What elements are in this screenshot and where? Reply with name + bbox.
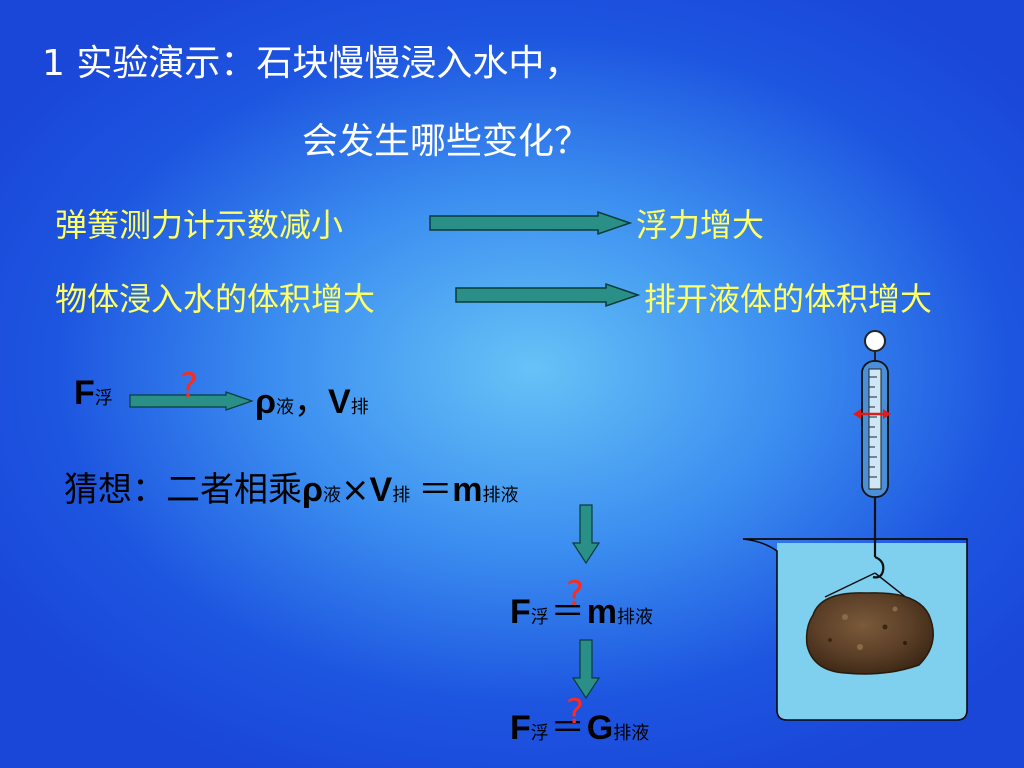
relation-rho-v: ρ液，V排 [255, 382, 369, 422]
spring-scale-beaker-illustration [742, 330, 968, 721]
step2-question-mark: ? [566, 574, 585, 614]
step3-question-mark: ? [566, 692, 585, 732]
relation-f-buoyancy: F浮 [74, 374, 113, 412]
stone [805, 592, 934, 675]
down-arrow-1 [571, 504, 601, 565]
buoyancy-increases: 浮力增大 [636, 206, 765, 244]
step3-equation: F浮＝G排液 [510, 708, 650, 748]
guess-line: 猜想：二者相乘ρ液×V排＝m排液 [64, 470, 519, 510]
step2-equation: F浮＝m排液 [510, 592, 654, 632]
slide-title-line2: 会发生哪些变化？ [302, 121, 591, 162]
displaced-volume-increases: 排开液体的体积增大 [644, 280, 933, 318]
relation-arrow [129, 391, 254, 411]
spring-scale-hook [872, 555, 885, 579]
spring-scale-ring [864, 330, 886, 352]
relation-question-mark: ? [180, 366, 199, 406]
row2-arrow [455, 282, 641, 308]
spring-scale-ticks [869, 376, 877, 478]
spring-scale-reading-decreases: 弹簧测力计示数减小 [55, 206, 344, 244]
slide-title-line1: 1 实验演示：石块慢慢浸入水中， [42, 43, 581, 84]
immersed-volume-increases: 物体浸入水的体积增大 [55, 280, 376, 318]
down-arrow-2 [571, 639, 601, 700]
row1-arrow [429, 210, 633, 236]
beaker [742, 538, 968, 721]
spring-scale-pointer [853, 409, 891, 419]
